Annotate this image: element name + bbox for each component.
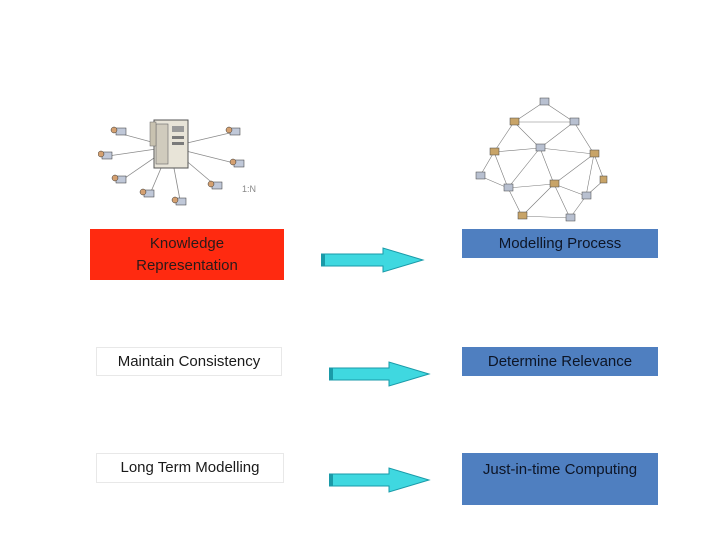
illustration-caption: 1:N bbox=[242, 184, 257, 194]
maintain-consistency-box: Maintain Consistency bbox=[96, 347, 282, 376]
box-label: Just-in-time Computing bbox=[482, 461, 638, 478]
determine-relevance-box: Determine Relevance bbox=[462, 347, 658, 376]
box-label: Knowledge Representation bbox=[136, 234, 238, 274]
knowledge-representation-box: Knowledge Representation bbox=[90, 229, 284, 280]
box-label: Determine Relevance bbox=[487, 352, 633, 370]
peer-network-icon bbox=[475, 97, 608, 222]
client-server-icon bbox=[98, 119, 245, 206]
arrow-right-icon bbox=[329, 467, 431, 493]
arrow-right-icon bbox=[329, 361, 431, 387]
box-label: Maintain Consistency bbox=[117, 352, 261, 370]
arrow-right-icon bbox=[321, 247, 425, 273]
modelling-process-box: Modelling Process bbox=[462, 229, 658, 258]
box-label: Long Term Modelling bbox=[120, 459, 260, 477]
long-term-modelling-box: Long Term Modelling bbox=[96, 453, 284, 483]
box-label: Modelling Process bbox=[498, 234, 622, 252]
just-in-time-computing-box: Just-in-time Computing bbox=[462, 453, 658, 505]
